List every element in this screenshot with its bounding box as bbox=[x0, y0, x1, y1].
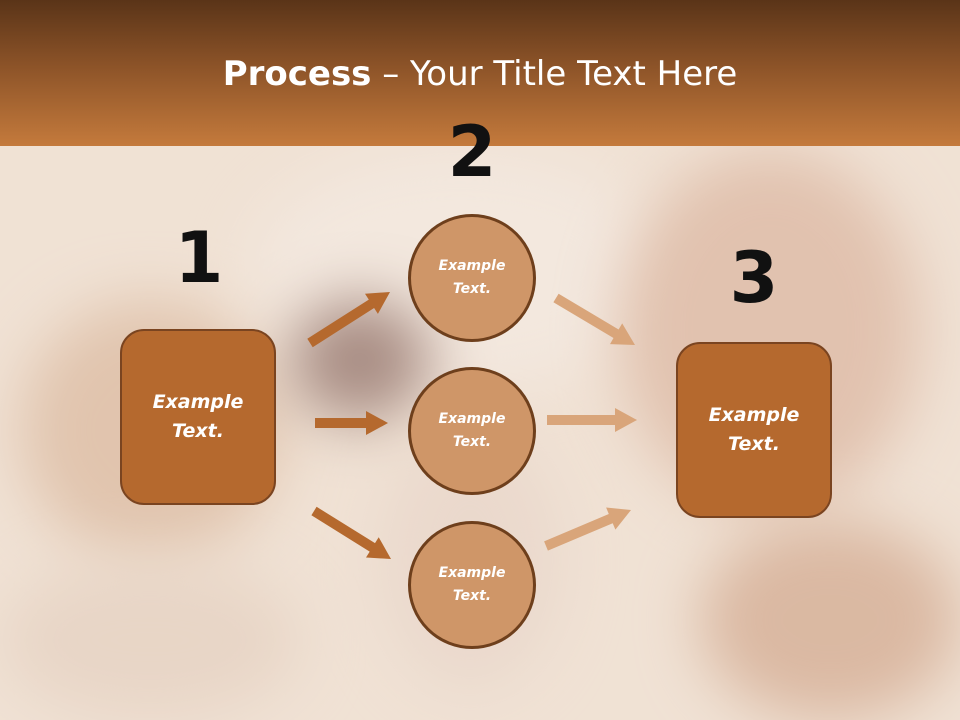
step-number-1: 1 bbox=[174, 217, 224, 299]
title-rest: – Your Title Text Here bbox=[371, 54, 738, 94]
arrow-left-right-icon bbox=[315, 411, 388, 435]
step-number-2: 2 bbox=[447, 111, 497, 193]
arrow-left-up-icon bbox=[307, 292, 390, 348]
arrow-left-down-icon bbox=[311, 506, 391, 559]
arrow-right-up-icon bbox=[544, 507, 631, 551]
arrow-right-right-icon bbox=[547, 408, 637, 432]
title-bar bbox=[0, 0, 960, 146]
arrow-right-down-icon bbox=[553, 293, 635, 345]
title-bold: Process bbox=[222, 54, 372, 94]
slide-title[interactable]: Process – Your Title Text Here bbox=[0, 52, 960, 96]
step-number-3: 3 bbox=[729, 237, 779, 319]
